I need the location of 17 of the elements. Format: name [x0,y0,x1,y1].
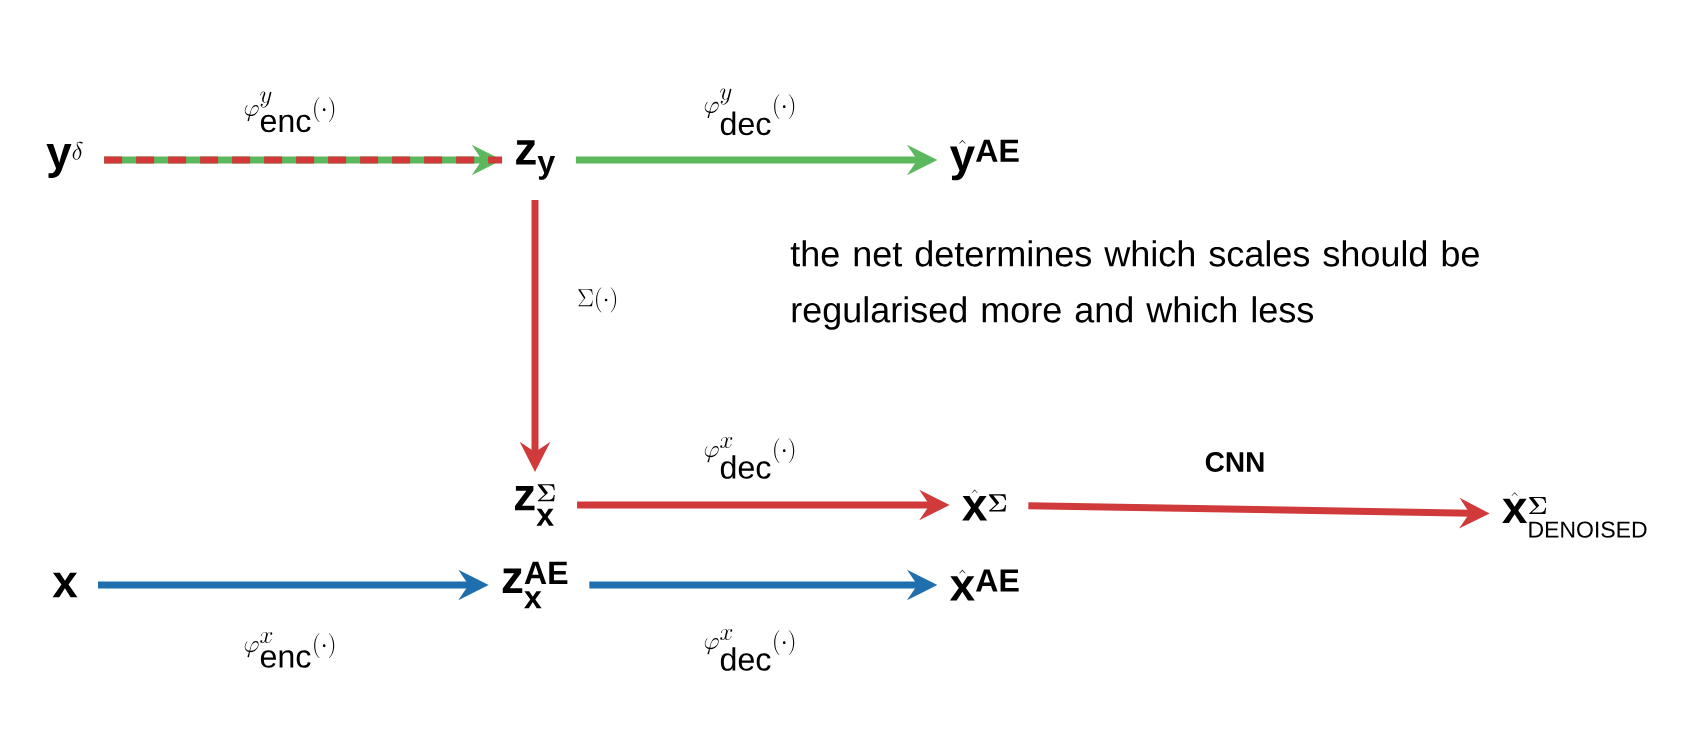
math-symbol: $\hat{\mathbf{x}}^{\mathbf{AE}}$ [949,569,1019,601]
edge-label: $\varphi^{y}_{\mathrm{dec}}(\cdot)$ [704,88,795,136]
math-symbol: $\hat{\mathbf{x}}^{\boldsymbol{\Sigma}}$ [962,489,1007,521]
math-symbol: $\mathbf{x}$ [52,572,78,598]
edge-label: $\varphi^{x}_{\mathrm{dec}}(\cdot)$ [704,436,795,479]
edge-label: $\varphi^{y}_{\mathrm{enc}}(\cdot)$ [244,91,335,133]
math-symbol: $\mathbf{z}_{\mathbf{y}}$ [516,140,556,180]
math-symbol: $\hat{\mathbf{x}}^{\boldsymbol{\Sigma}}_{\scriptscriptstyle\mathrm{DENOISED}}$ [1502,492,1647,538]
edge-label: $\varphi^{x}_{\mathrm{dec}}(\cdot)$ [704,628,795,671]
math-symbol: $\mathbf{z}_{\mathbf{x}}^{\boldsymbol{\Sigma}}$ [515,484,555,526]
math-symbol: $\mathbf{y}^{\delta}$ [46,141,83,178]
edge-label: CNN [1205,452,1264,472]
edge-label: $\Sigma(\cdot)$ [578,287,617,313]
math-symbol: $\hat{\mathbf{y}}^{\mathbf{AE}}$ [949,139,1019,181]
edge-label: $\varphi^{x}_{\mathrm{enc}}(\cdot)$ [244,631,335,668]
note-text: the net determines which scales should be regularised more and which less [790,240,1479,330]
math-symbol: $\mathbf{z}_{\mathbf{x}}^{\mathbf{AE}}$ [502,561,568,609]
